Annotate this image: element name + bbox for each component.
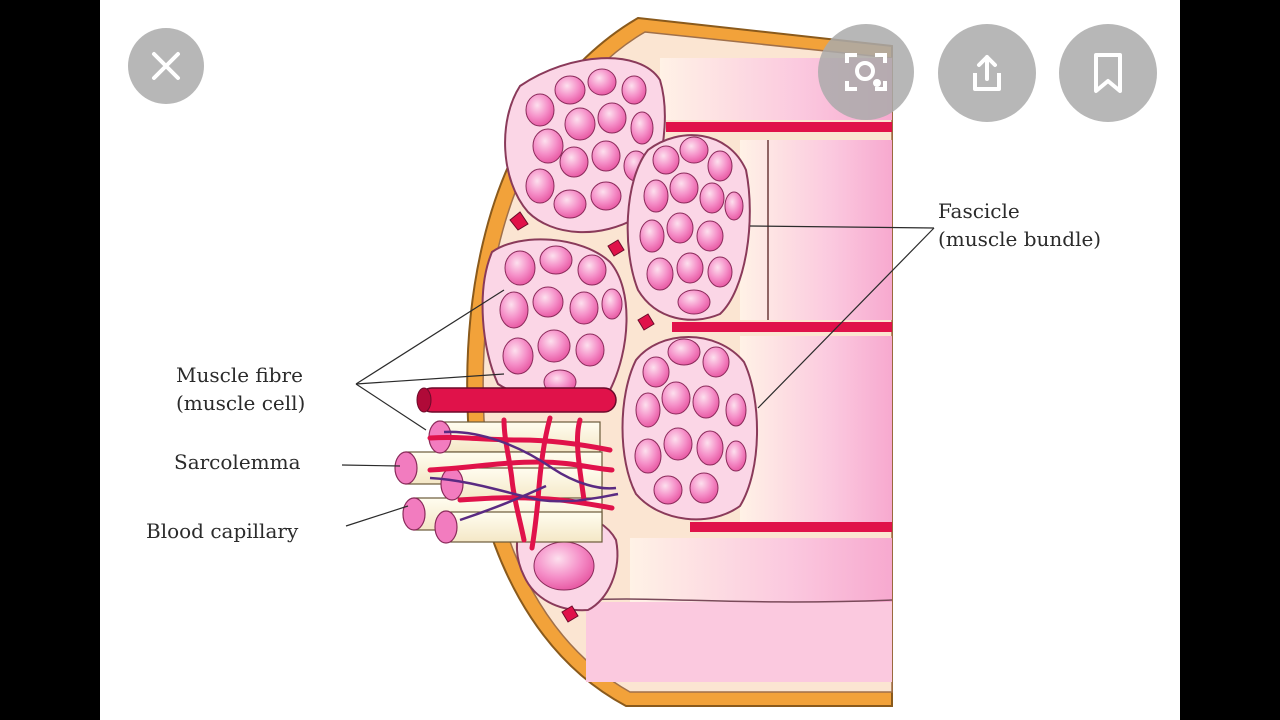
label-fascicle: Fascicle (muscle bundle) — [938, 197, 1101, 253]
bookmark-icon — [1088, 51, 1128, 95]
share-button[interactable] — [938, 24, 1036, 122]
lens-search-icon — [841, 47, 891, 97]
label-muscle-fibre-text: Muscle fibre — [176, 363, 303, 387]
label-blood-capillary: Blood capillary — [146, 519, 299, 543]
lens-search-button[interactable] — [818, 24, 914, 120]
close-icon — [148, 48, 184, 84]
fascicle-left — [481, 238, 628, 401]
label-muscle-cell-text: (muscle cell) — [176, 391, 306, 415]
label-muscle-fibre: Muscle fibre (muscle cell) — [176, 361, 305, 417]
fascicle-top — [504, 57, 666, 233]
close-button[interactable] — [128, 28, 204, 104]
fascicle-lower-right — [621, 336, 759, 521]
label-fascicle-text: Fascicle — [938, 199, 1020, 223]
share-icon — [965, 51, 1009, 95]
label-sarcolemma: Sarcolemma — [174, 450, 301, 474]
muscle-structure-diagram — [341, 16, 935, 707]
fascicle-upper-right — [626, 134, 751, 321]
bookmark-button[interactable] — [1059, 24, 1157, 122]
label-muscle-bundle-text: (muscle bundle) — [938, 227, 1102, 251]
muscle-fibres-bundle — [394, 387, 619, 551]
leader-lines — [341, 225, 935, 527]
